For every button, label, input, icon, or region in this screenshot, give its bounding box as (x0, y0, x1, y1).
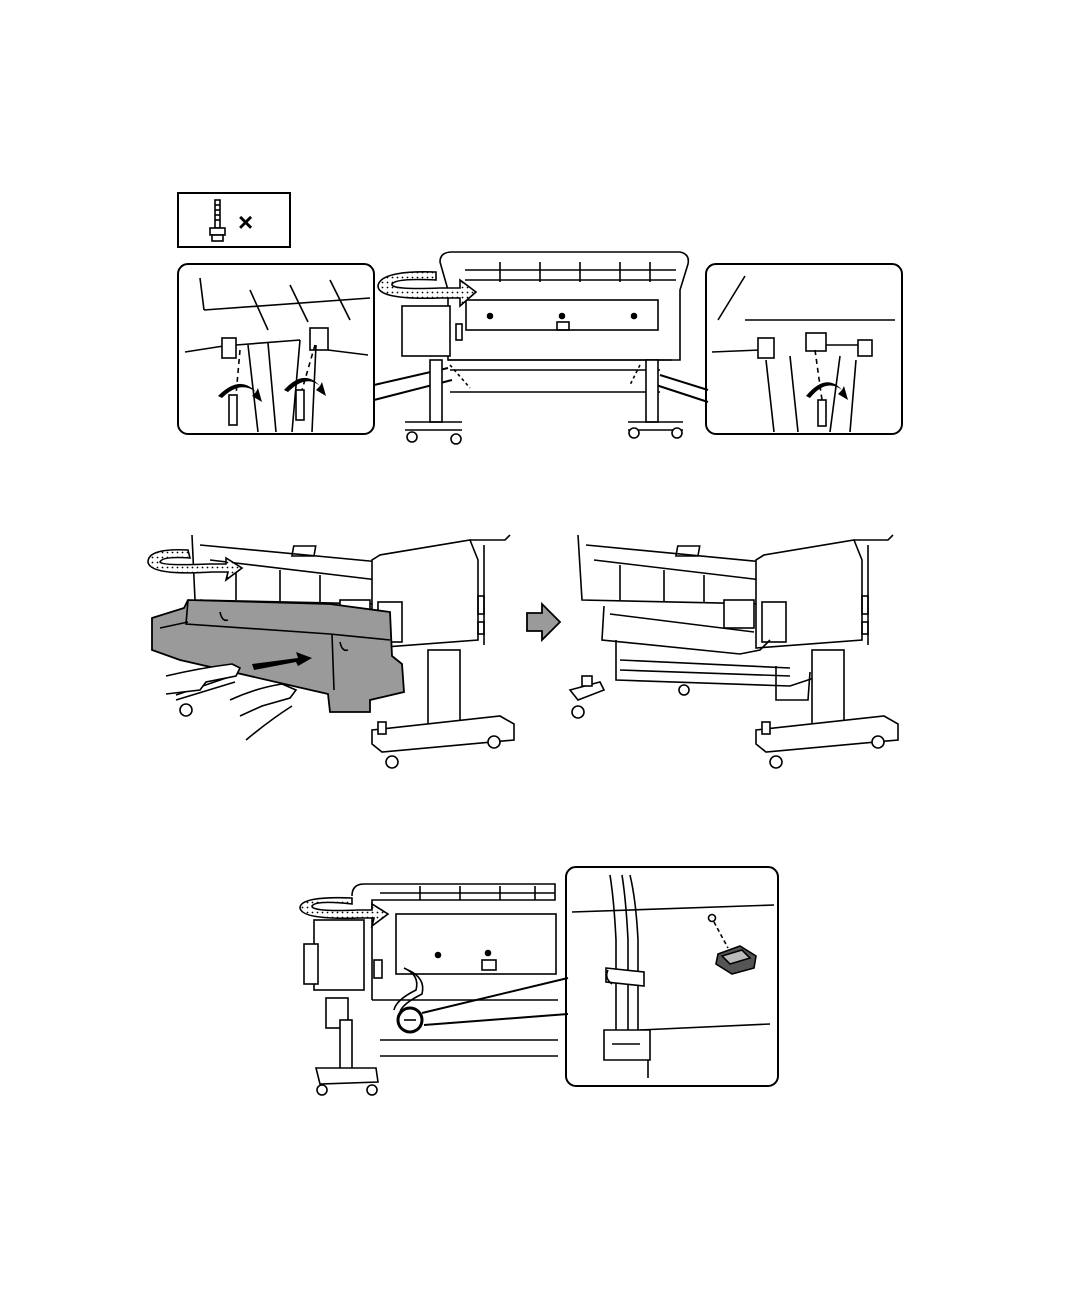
printer-front-after (570, 535, 898, 768)
detail-left (178, 264, 374, 434)
next-arrow-icon (527, 604, 560, 640)
figure-attach-unit (148, 535, 898, 768)
figure-secure-bolts: × (178, 193, 902, 444)
screw-icon (210, 200, 225, 241)
detail-cable (566, 867, 778, 1086)
cable-clip-icon (606, 968, 644, 986)
detail-right (706, 264, 902, 434)
printer-rear-view (402, 252, 688, 444)
figure-route-cable (300, 867, 778, 1095)
rotate-arrow-icon (806, 382, 848, 400)
parts-legend: × (178, 193, 290, 247)
multiplier-symbol: × (238, 207, 253, 237)
